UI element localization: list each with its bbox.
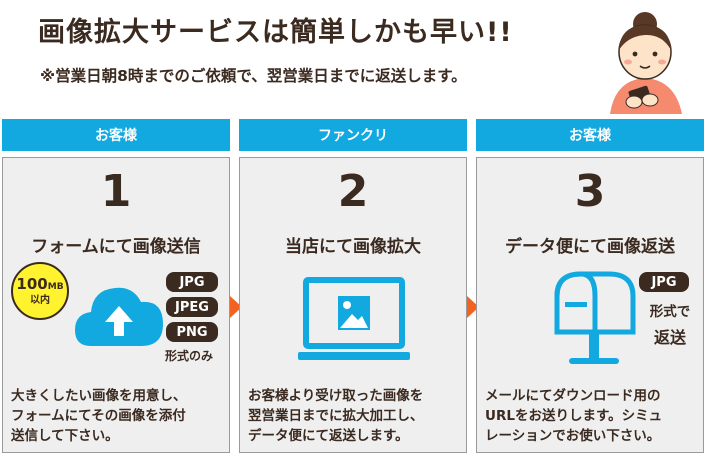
description-line: URLをお送りします。シミュ — [485, 408, 663, 424]
return-note-line: 返送 — [653, 328, 686, 347]
badge-suffix: 以内 — [30, 295, 50, 306]
format-pill-jpeg: JPEG — [166, 297, 218, 317]
description-line: 翌営業日までに拡大加工し、 — [248, 408, 424, 424]
role-label-3: お客様 — [476, 119, 704, 151]
description-line: メールにてダウンロード用の — [485, 388, 661, 404]
description-line: 送信して下さい。 — [11, 428, 119, 444]
description-line: お客様より受け取った画像を — [248, 388, 424, 404]
badge-value: 100 — [16, 275, 48, 293]
subline: ※営業日朝8時までのご依頼で、翌営業日までに返送します。 — [40, 67, 467, 85]
laptop-image-icon — [298, 277, 410, 360]
mailbox-icon — [554, 271, 636, 364]
description-line: 大きくしたい画像を用意し、 — [11, 388, 187, 404]
step-card-2: 2 当店にて画像拡大 お客様より受け取った画像を 翌営業日までに拡大加工し、 デ… — [239, 157, 467, 453]
role-label-1: お客様 — [2, 119, 230, 151]
return-note-line: 形式で — [649, 304, 691, 320]
headline: 画像拡大サービスは簡単しかも早い!! — [38, 17, 513, 48]
step-card-3: 3 データ便にて画像返送 JPG 形式で 返送 メールにてダウンロード用の UR… — [476, 157, 704, 453]
step-title: データ便にて画像返送 — [505, 237, 675, 257]
badge-unit: MB — [47, 282, 64, 292]
description-line: フォームにてその画像を添付 — [11, 408, 186, 424]
step-description: メールにてダウンロード用の URLをお送りします。シミュ レーションでお使い下さ… — [485, 386, 697, 446]
return-note: 形式で 返送 — [645, 300, 695, 348]
step-number: 1 — [100, 166, 132, 217]
format-pill-jpg: JPG — [639, 272, 689, 292]
description-line: データ便にて返送します。 — [248, 428, 409, 444]
size-limit-badge: 100MB 以内 — [11, 262, 69, 320]
step-number: 3 — [574, 166, 606, 217]
step-card-1: 1 フォームにて画像送信 100MB 以内 JPG JPEG PNG 形式のみ … — [2, 157, 230, 453]
role-label-2: ファンクリ — [239, 119, 467, 151]
description-line: レーションでお使い下さい。 — [485, 428, 661, 444]
woman-illustration — [610, 12, 682, 114]
cloud-upload-icon — [75, 287, 163, 346]
step-description: 大きくしたい画像を用意し、 フォームにてその画像を添付 送信して下さい。 — [11, 386, 223, 446]
format-pill-jpg: JPG — [166, 272, 218, 292]
step-number: 2 — [337, 166, 369, 217]
step-title: フォームにて画像送信 — [31, 237, 201, 257]
step-description: お客様より受け取った画像を 翌営業日までに拡大加工し、 データ便にて返送します。 — [248, 386, 460, 446]
step-title: 当店にて画像拡大 — [285, 237, 421, 257]
formats-note: 形式のみ — [165, 349, 214, 363]
format-pill-png: PNG — [166, 322, 218, 342]
